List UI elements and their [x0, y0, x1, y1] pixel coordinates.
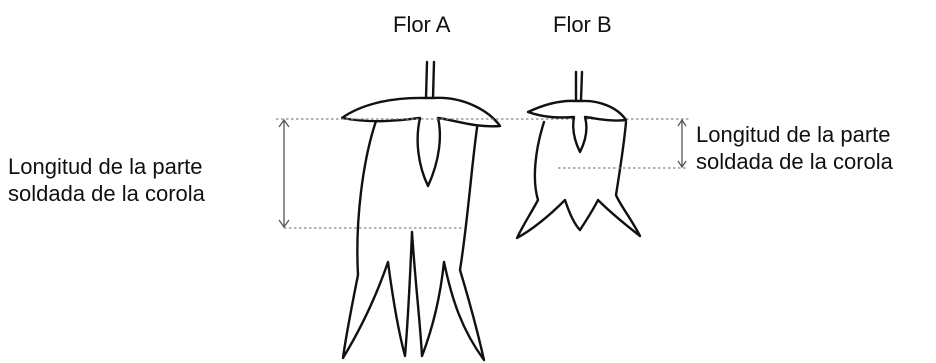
flower-a: [276, 62, 690, 360]
flower-b-stem: [576, 72, 582, 100]
flower-a-corolla: [343, 121, 484, 360]
flower-a-stem: [426, 62, 434, 98]
flower-b: [517, 72, 688, 238]
